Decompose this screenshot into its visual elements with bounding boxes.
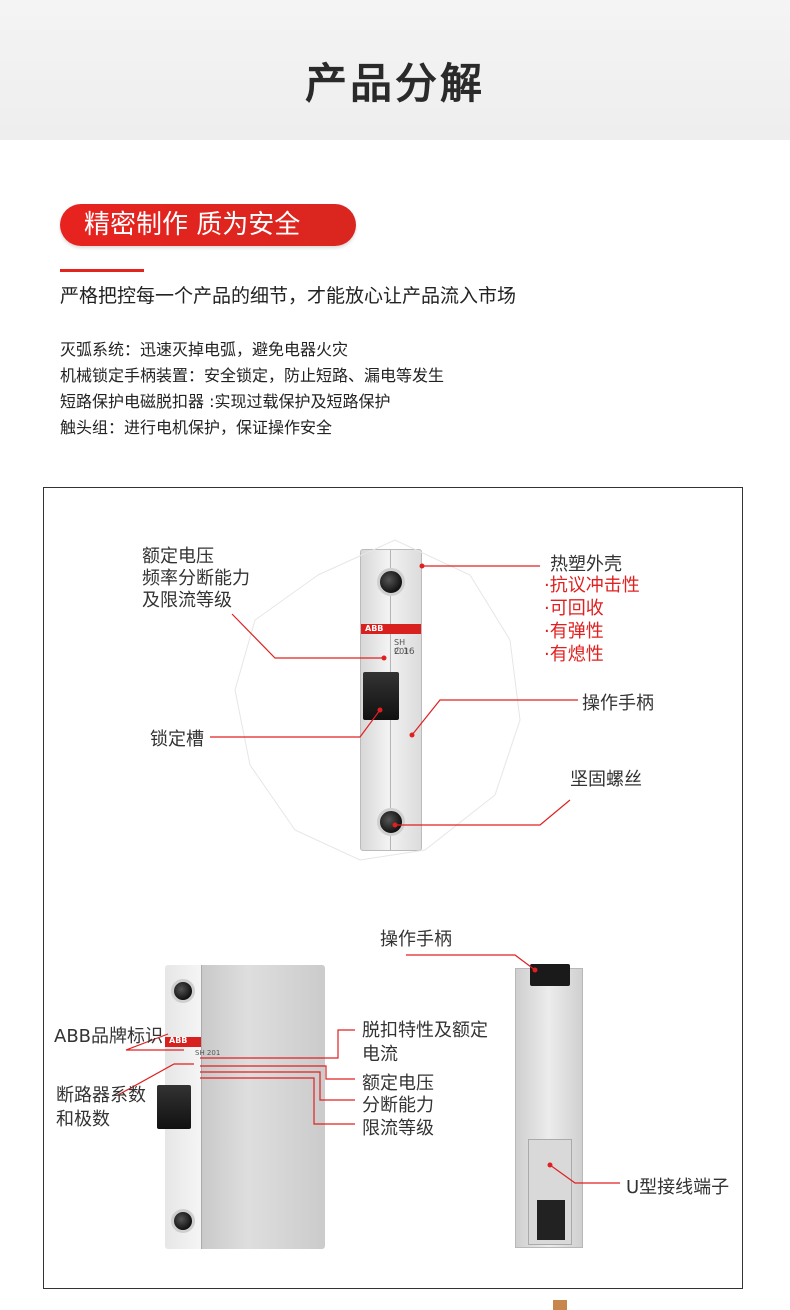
label-line: 和极数	[56, 1109, 110, 1130]
feature-item: 触头组：进行电机保护，保证操作安全	[60, 418, 333, 437]
terminal-contact	[553, 1300, 567, 1310]
screw-icon	[171, 979, 195, 1003]
housing-properties: ·抗议冲击性 ·可回收 ·有弹性 ·有熄性	[544, 574, 640, 666]
terminal-clamp	[537, 1200, 565, 1240]
label-handle-2: 操作手柄	[380, 929, 452, 950]
label-line: 断路器系数	[56, 1085, 146, 1106]
breaker-side-view: ABB SH 201	[157, 965, 325, 1250]
label-housing: 热塑外壳	[550, 554, 622, 575]
breaker-side-body	[197, 965, 325, 1249]
handle-icon	[530, 964, 570, 986]
breaker-front-view: ABB SH 201 C 16	[360, 549, 422, 851]
feature-item: 机械锁定手柄装置：安全锁定，防止短路、漏电等发生	[60, 366, 445, 385]
label-lock-slot: 锁定槽	[150, 729, 204, 750]
breaker-back-view	[515, 964, 583, 1310]
brand-band	[361, 624, 421, 634]
model-text: SH 201	[394, 638, 410, 656]
decorative-outline	[234, 539, 521, 861]
label-line: 额定电压	[142, 546, 214, 567]
label-handle: 操作手柄	[582, 693, 654, 714]
header-band	[0, 0, 790, 140]
feature-item: 灭弧系统：迅速灭掉电弧，避免电器火灾	[60, 340, 349, 359]
feature-list: 灭弧系统：迅速灭掉电弧，避免电器火灾 机械锁定手柄装置：安全锁定，防止短路、漏电…	[60, 337, 444, 441]
brand-band	[165, 1037, 201, 1047]
label-line: 及限流等级	[142, 590, 232, 611]
label-line: 脱扣特性及额定	[362, 1020, 488, 1041]
label-limit: 限流等级	[362, 1118, 434, 1139]
label-line: 频率分断能力	[142, 568, 250, 589]
label-series-poles: 断路器系数 和极数	[56, 1084, 146, 1132]
label-breaking: 分断能力	[362, 1095, 434, 1116]
label-rated-specs: 额定电压 频率分断能力 及限流等级	[142, 546, 250, 612]
label-terminal: U型接线端子	[626, 1177, 730, 1198]
model-text: SH 201	[195, 1049, 221, 1057]
property-item: ·有弹性	[544, 621, 604, 642]
property-item: ·抗议冲击性	[544, 575, 640, 596]
label-trip-current: 脱扣特性及额定 电流	[362, 1019, 488, 1067]
label-voltage: 额定电压	[362, 1073, 434, 1094]
page-title: 产品分解	[304, 59, 485, 108]
property-item: ·可回收	[544, 598, 604, 619]
screw-icon	[377, 568, 405, 596]
label-line: 电流	[362, 1044, 398, 1065]
intro-text: 严格把控每一个产品的细节，才能放心让产品流入市场	[60, 285, 517, 307]
brand-logo: ABB	[169, 1036, 188, 1045]
feature-item: 短路保护电磁脱扣器 :实现过载保护及短路保护	[60, 392, 391, 411]
label-screw: 坚固螺丝	[570, 769, 642, 790]
accent-underline	[60, 269, 144, 272]
rating-text: C 16	[394, 647, 415, 657]
banner-pill: 精密制作 质为安全	[60, 204, 356, 246]
property-item: ·有熄性	[544, 644, 604, 665]
screw-icon	[377, 808, 405, 836]
label-brand-mark: ABB品牌标识	[54, 1026, 164, 1047]
handle-icon	[157, 1085, 191, 1129]
screw-icon	[171, 1209, 195, 1233]
brand-logo: ABB	[365, 624, 384, 633]
